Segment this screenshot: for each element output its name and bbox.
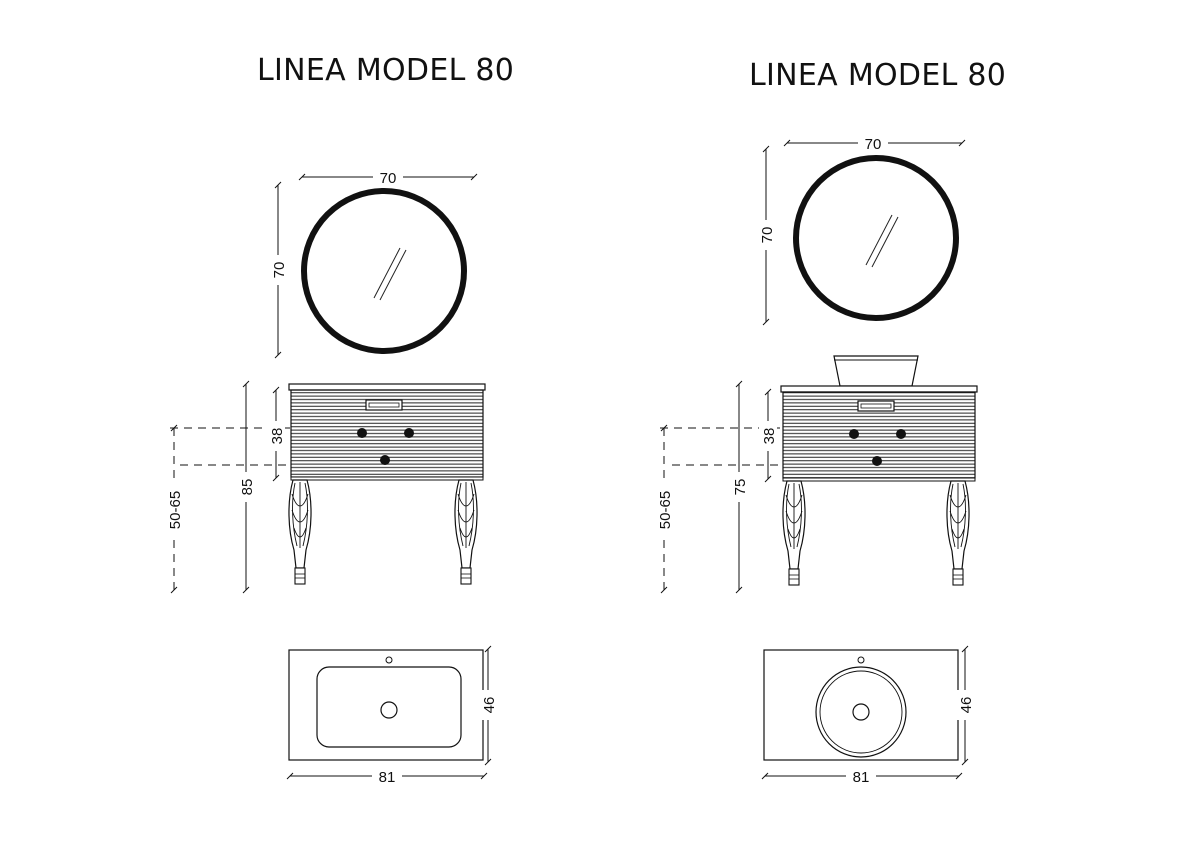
left-knob-icon [357, 428, 367, 438]
left-leg-icon [288, 479, 312, 585]
right-total-height-label: 75 [732, 479, 749, 496]
left-countertop [288, 383, 486, 391]
right-drain-icon [852, 703, 870, 721]
left-leg-icon [454, 479, 478, 585]
left-mirror-frame [301, 188, 467, 354]
right-knob-icon [872, 456, 882, 466]
right-title: LINEA MODEL 80 [749, 58, 1007, 93]
left-mirror-width-label: 70 [380, 170, 397, 187]
left-total-height-label: 85 [239, 479, 256, 496]
right-countertop [780, 385, 978, 393]
right-leg-icon [946, 480, 970, 586]
left-mirror-glint-icon [373, 247, 407, 301]
left-knob-icon [380, 455, 390, 465]
left-mirror-height-label: 70 [271, 262, 288, 279]
right-vessel-basin [833, 355, 919, 387]
right-mirror-glint-icon [865, 214, 899, 268]
right-knob-icon [896, 429, 906, 439]
left-cabinet-group: 50-65 85 38 [165, 380, 486, 594]
left-top-width-label: 81 [379, 769, 396, 786]
left-basin-height-label: 50-65 [167, 491, 184, 529]
right-mirror-height-label: 70 [759, 227, 776, 244]
right-drawer-height-label: 38 [761, 428, 778, 445]
right-mirror-width-label: 70 [865, 136, 882, 153]
right-tap-hole-icon [857, 656, 865, 664]
right-basin-height-label: 50-65 [657, 491, 674, 529]
right-top-view-group: 81 46 [761, 645, 975, 786]
left-title: LINEA MODEL 80 [257, 53, 515, 88]
right-cabinet-group: 50-65 75 38 [655, 355, 978, 594]
left-top-view-group: 81 46 [286, 645, 498, 786]
left-knob-icon [404, 428, 414, 438]
left-top-depth-label: 46 [481, 697, 498, 714]
left-handle [365, 399, 403, 411]
left-tap-hole-icon [385, 656, 393, 664]
left-drain-icon [380, 701, 398, 719]
right-top-depth-label: 46 [958, 697, 975, 714]
right-leg-icon [782, 480, 806, 586]
right-mirror-frame [793, 155, 959, 321]
right-mirror-group: 70 70 [757, 134, 966, 326]
right-knob-icon [849, 429, 859, 439]
right-handle [857, 400, 895, 412]
left-mirror-group: 70 70 [269, 168, 478, 359]
left-drawer-height-label: 38 [269, 428, 286, 445]
right-top-width-label: 81 [853, 769, 870, 786]
